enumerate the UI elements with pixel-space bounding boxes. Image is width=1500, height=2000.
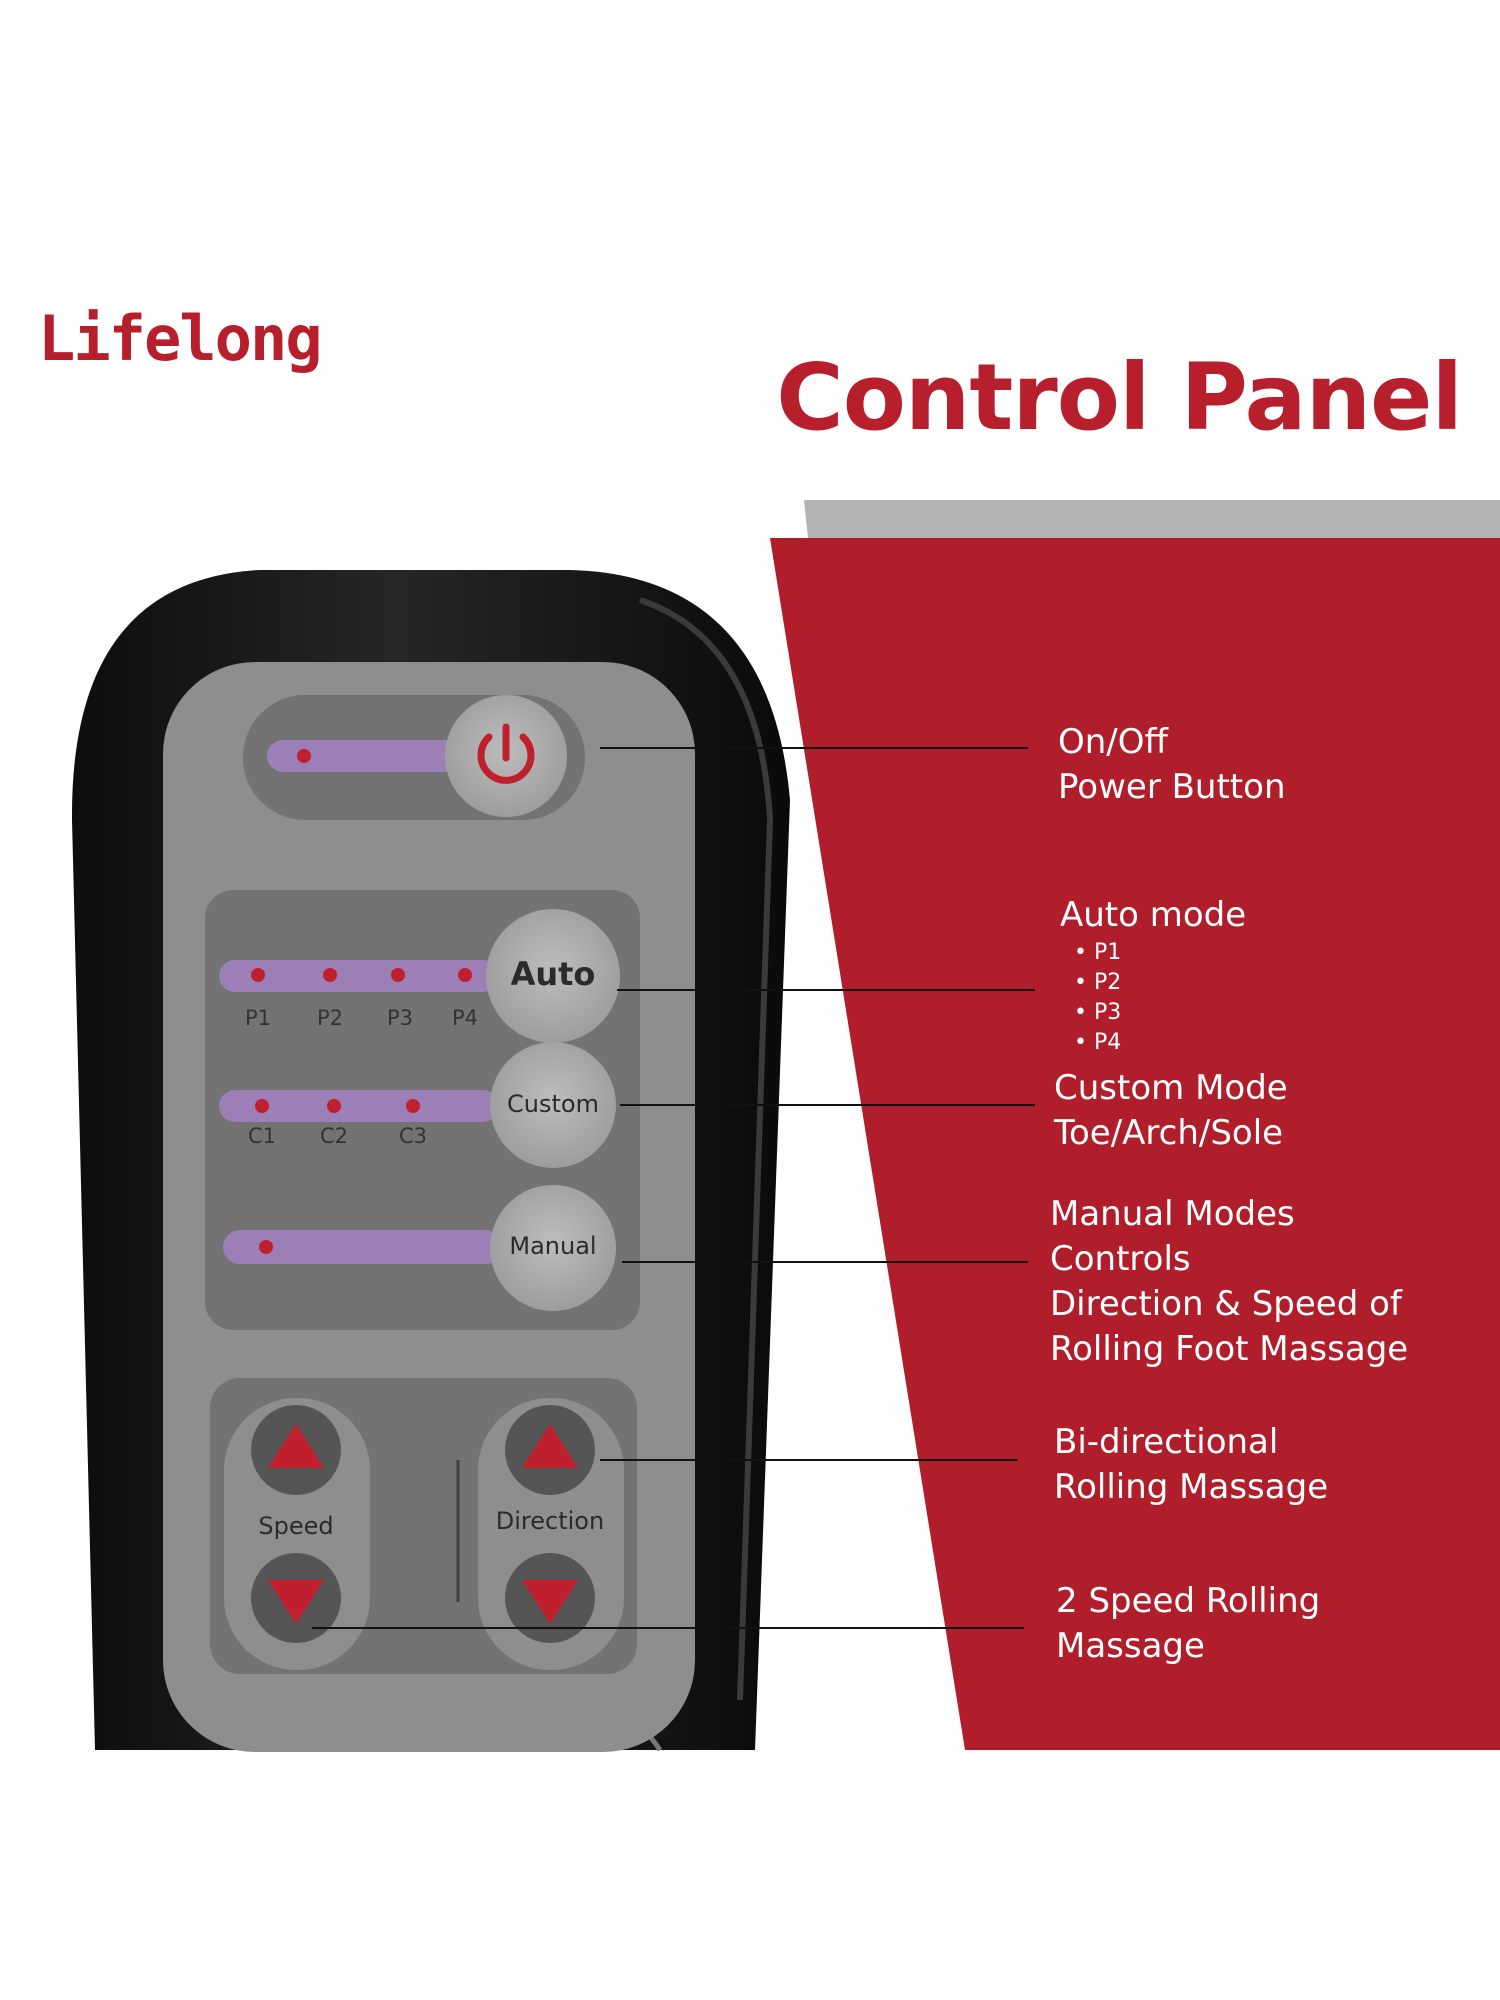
callout-power-line2: Power Button [1058, 767, 1286, 807]
led-label-c2: C2 [319, 1124, 349, 1148]
speed-up-button[interactable] [251, 1405, 341, 1495]
callout-bidirectional: Bi-directional Rolling Massage [1054, 1420, 1328, 1510]
callout-auto-item-p4: • P4 [1074, 1030, 1122, 1055]
callout-power: On/Off Power Button [1058, 720, 1286, 810]
callout-auto-item-p1: • P1 [1074, 940, 1122, 965]
direction-label: Direction [495, 1507, 605, 1535]
callout-auto-heading: Auto mode [1060, 895, 1247, 935]
callout-manual: Manual Modes Controls Direction & Speed … [1050, 1192, 1408, 1372]
custom-led-bar [219, 1090, 499, 1122]
speed-down-button[interactable] [251, 1553, 341, 1643]
auto-led-bar [219, 960, 499, 992]
power-icon [477, 723, 535, 784]
led-label-c1: C1 [247, 1124, 277, 1148]
led-label-c3: C3 [398, 1124, 428, 1148]
auto-button-label: Auto [510, 955, 596, 993]
direction-up-button[interactable] [505, 1405, 595, 1495]
callout-auto-item-p3: • P3 [1074, 1000, 1122, 1025]
red-callout-background [770, 538, 1500, 1750]
led-label-p2: P2 [316, 1006, 344, 1030]
callout-manual-line3: Direction & Speed of [1050, 1284, 1402, 1324]
callout-manual-line4: Rolling Foot Massage [1050, 1329, 1409, 1369]
logo-text: Lifelong [38, 302, 323, 375]
manual-button-label: Manual [509, 1232, 597, 1260]
callout-manual-line1: Manual Modes [1050, 1194, 1295, 1234]
led-label-p4: P4 [451, 1006, 479, 1030]
callout-custom-line1: Custom Mode [1054, 1068, 1288, 1108]
power-led-bar [267, 740, 467, 772]
leader-lines [312, 747, 1035, 1629]
direction-down-button[interactable] [505, 1553, 595, 1643]
arrow-down-icon [522, 1580, 578, 1624]
led-label-p3: P3 [386, 1006, 414, 1030]
callout-custom-line2: Toe/Arch/Sole [1054, 1113, 1284, 1153]
callout-power-line1: On/Off [1058, 722, 1168, 762]
led-label-p1: P1 [244, 1006, 272, 1030]
callout-bidirectional-line2: Rolling Massage [1054, 1467, 1329, 1507]
arrow-up-icon [522, 1424, 578, 1468]
callout-manual-line2: Controls [1050, 1239, 1191, 1279]
callout-speed-line1: 2 Speed Rolling [1056, 1581, 1321, 1621]
gray-band [804, 500, 1500, 538]
arrow-up-icon [268, 1424, 324, 1468]
callout-custom: Custom Mode Toe/Arch/Sole [1054, 1066, 1288, 1156]
callout-speed: 2 Speed Rolling Massage [1056, 1579, 1320, 1669]
callout-bidirectional-line1: Bi-directional [1054, 1422, 1279, 1462]
custom-button-label: Custom [507, 1090, 599, 1118]
callout-auto: Auto mode • P1 • P2 • P3 • P4 [1060, 893, 1246, 1058]
auto-button[interactable] [486, 909, 620, 1043]
custom-button[interactable] [490, 1042, 616, 1168]
manual-button[interactable] [490, 1185, 616, 1311]
callout-speed-line2: Massage [1056, 1626, 1205, 1666]
page-title: Control Panel [776, 344, 1463, 451]
speed-label: Speed [258, 1512, 334, 1540]
manual-led-bar [223, 1230, 503, 1264]
brand-logo: Lifelong [38, 308, 338, 398]
callout-auto-item-p2: • P2 [1074, 970, 1122, 995]
arrow-down-icon [268, 1580, 324, 1624]
